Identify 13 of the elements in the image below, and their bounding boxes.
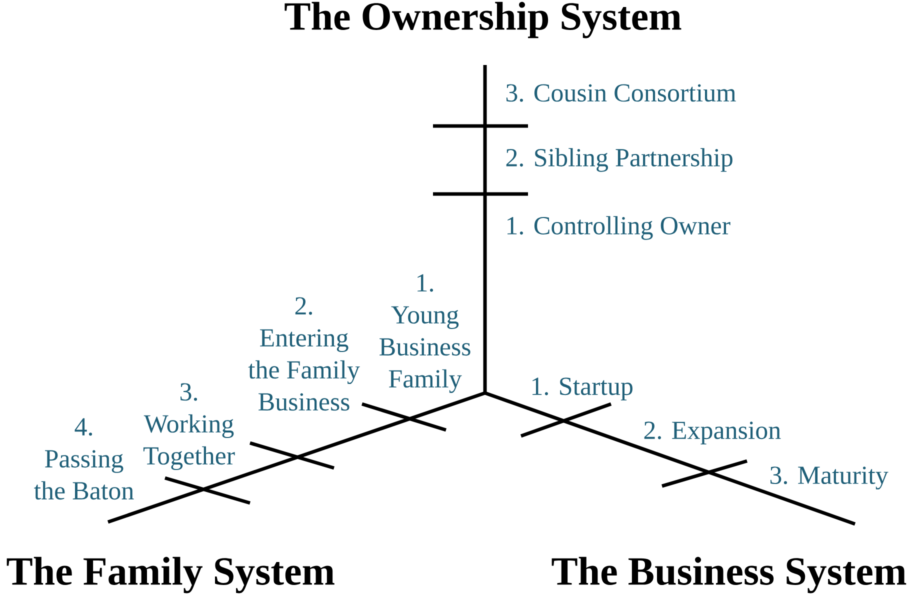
stage-label: 3. Maturity <box>770 466 888 490</box>
stage-label: 1. Young Business Family <box>380 274 470 393</box>
stage-label: 1. Controlling Owner <box>508 216 730 240</box>
heading: The Family System <box>6 556 334 594</box>
stage-label: 3. Working Together <box>143 383 235 470</box>
stage-label: 2. Entering the Family Business <box>248 297 360 411</box>
heading: The Ownership System <box>284 2 682 38</box>
stage-label: 3. Cousin Consortium <box>506 84 736 102</box>
stage-label: 4. Passing the Baton <box>34 418 134 500</box>
stage-label: 2. Sibling Partnership <box>506 148 732 172</box>
stage-label: 2. Expansion <box>644 422 781 444</box>
heading: The Business System <box>552 556 906 594</box>
stage-label: 1. Startup <box>532 378 632 400</box>
